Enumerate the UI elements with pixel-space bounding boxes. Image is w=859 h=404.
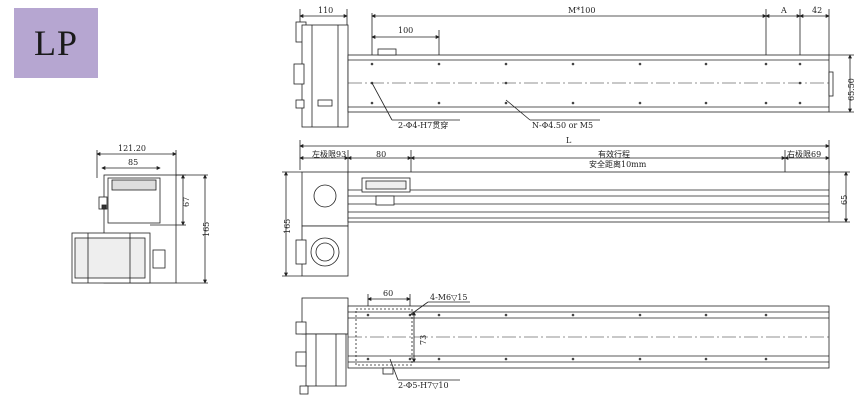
bottom-tapped-note: 4-M6▽15 <box>430 293 467 302</box>
top-total-label: M*100 <box>568 6 595 15</box>
side-safety-label: 安全距离10mm <box>589 159 647 169</box>
bottom-carriage-label: 60 <box>383 289 393 298</box>
end-view: 121.20 85 67 165 <box>71 144 211 284</box>
top-left-end-label: 110 <box>318 6 333 15</box>
end-height-total-label: 165 <box>202 222 211 237</box>
end-width-total-label: 121.20 <box>118 144 146 153</box>
side-view: L 左极限93 80 有效行程 安全距离10mm 右极限69 <box>282 136 850 277</box>
top-pin-holes-note: 2-Φ4-H7贯穿 <box>398 120 448 130</box>
side-carriage-label: 80 <box>376 150 386 159</box>
top-height-label: 65.50 <box>847 78 856 101</box>
model-badge: LP <box>14 8 98 78</box>
top-mount-holes <box>370 62 802 105</box>
side-left-height-label: 165 <box>283 219 292 234</box>
end-width-inner-label: 85 <box>128 158 138 167</box>
top-mount-holes-note: N-Φ4.50 or M5 <box>532 121 593 130</box>
side-left-limit-label: 左极限93 <box>312 149 346 159</box>
end-height-upper-label: 67 <box>182 197 191 207</box>
bottom-width-label: 73 <box>419 335 428 345</box>
side-right-limit-label: 右极限69 <box>787 149 821 159</box>
top-pitch-label: 100 <box>398 26 413 35</box>
model-badge-label: LP <box>33 23 78 63</box>
side-height-label: 65 <box>840 195 849 205</box>
top-right-end-label: 42 <box>812 6 822 15</box>
side-overall-label: L <box>566 136 572 145</box>
top-view: 110 M*100 A 42 100 <box>293 6 856 130</box>
side-stroke-label: 有效行程 <box>598 149 630 159</box>
bottom-view: 60 <box>295 289 830 395</box>
bottom-dowel-note: 2-Φ5-H7▽10 <box>398 381 449 390</box>
top-a-label: A <box>780 6 787 15</box>
